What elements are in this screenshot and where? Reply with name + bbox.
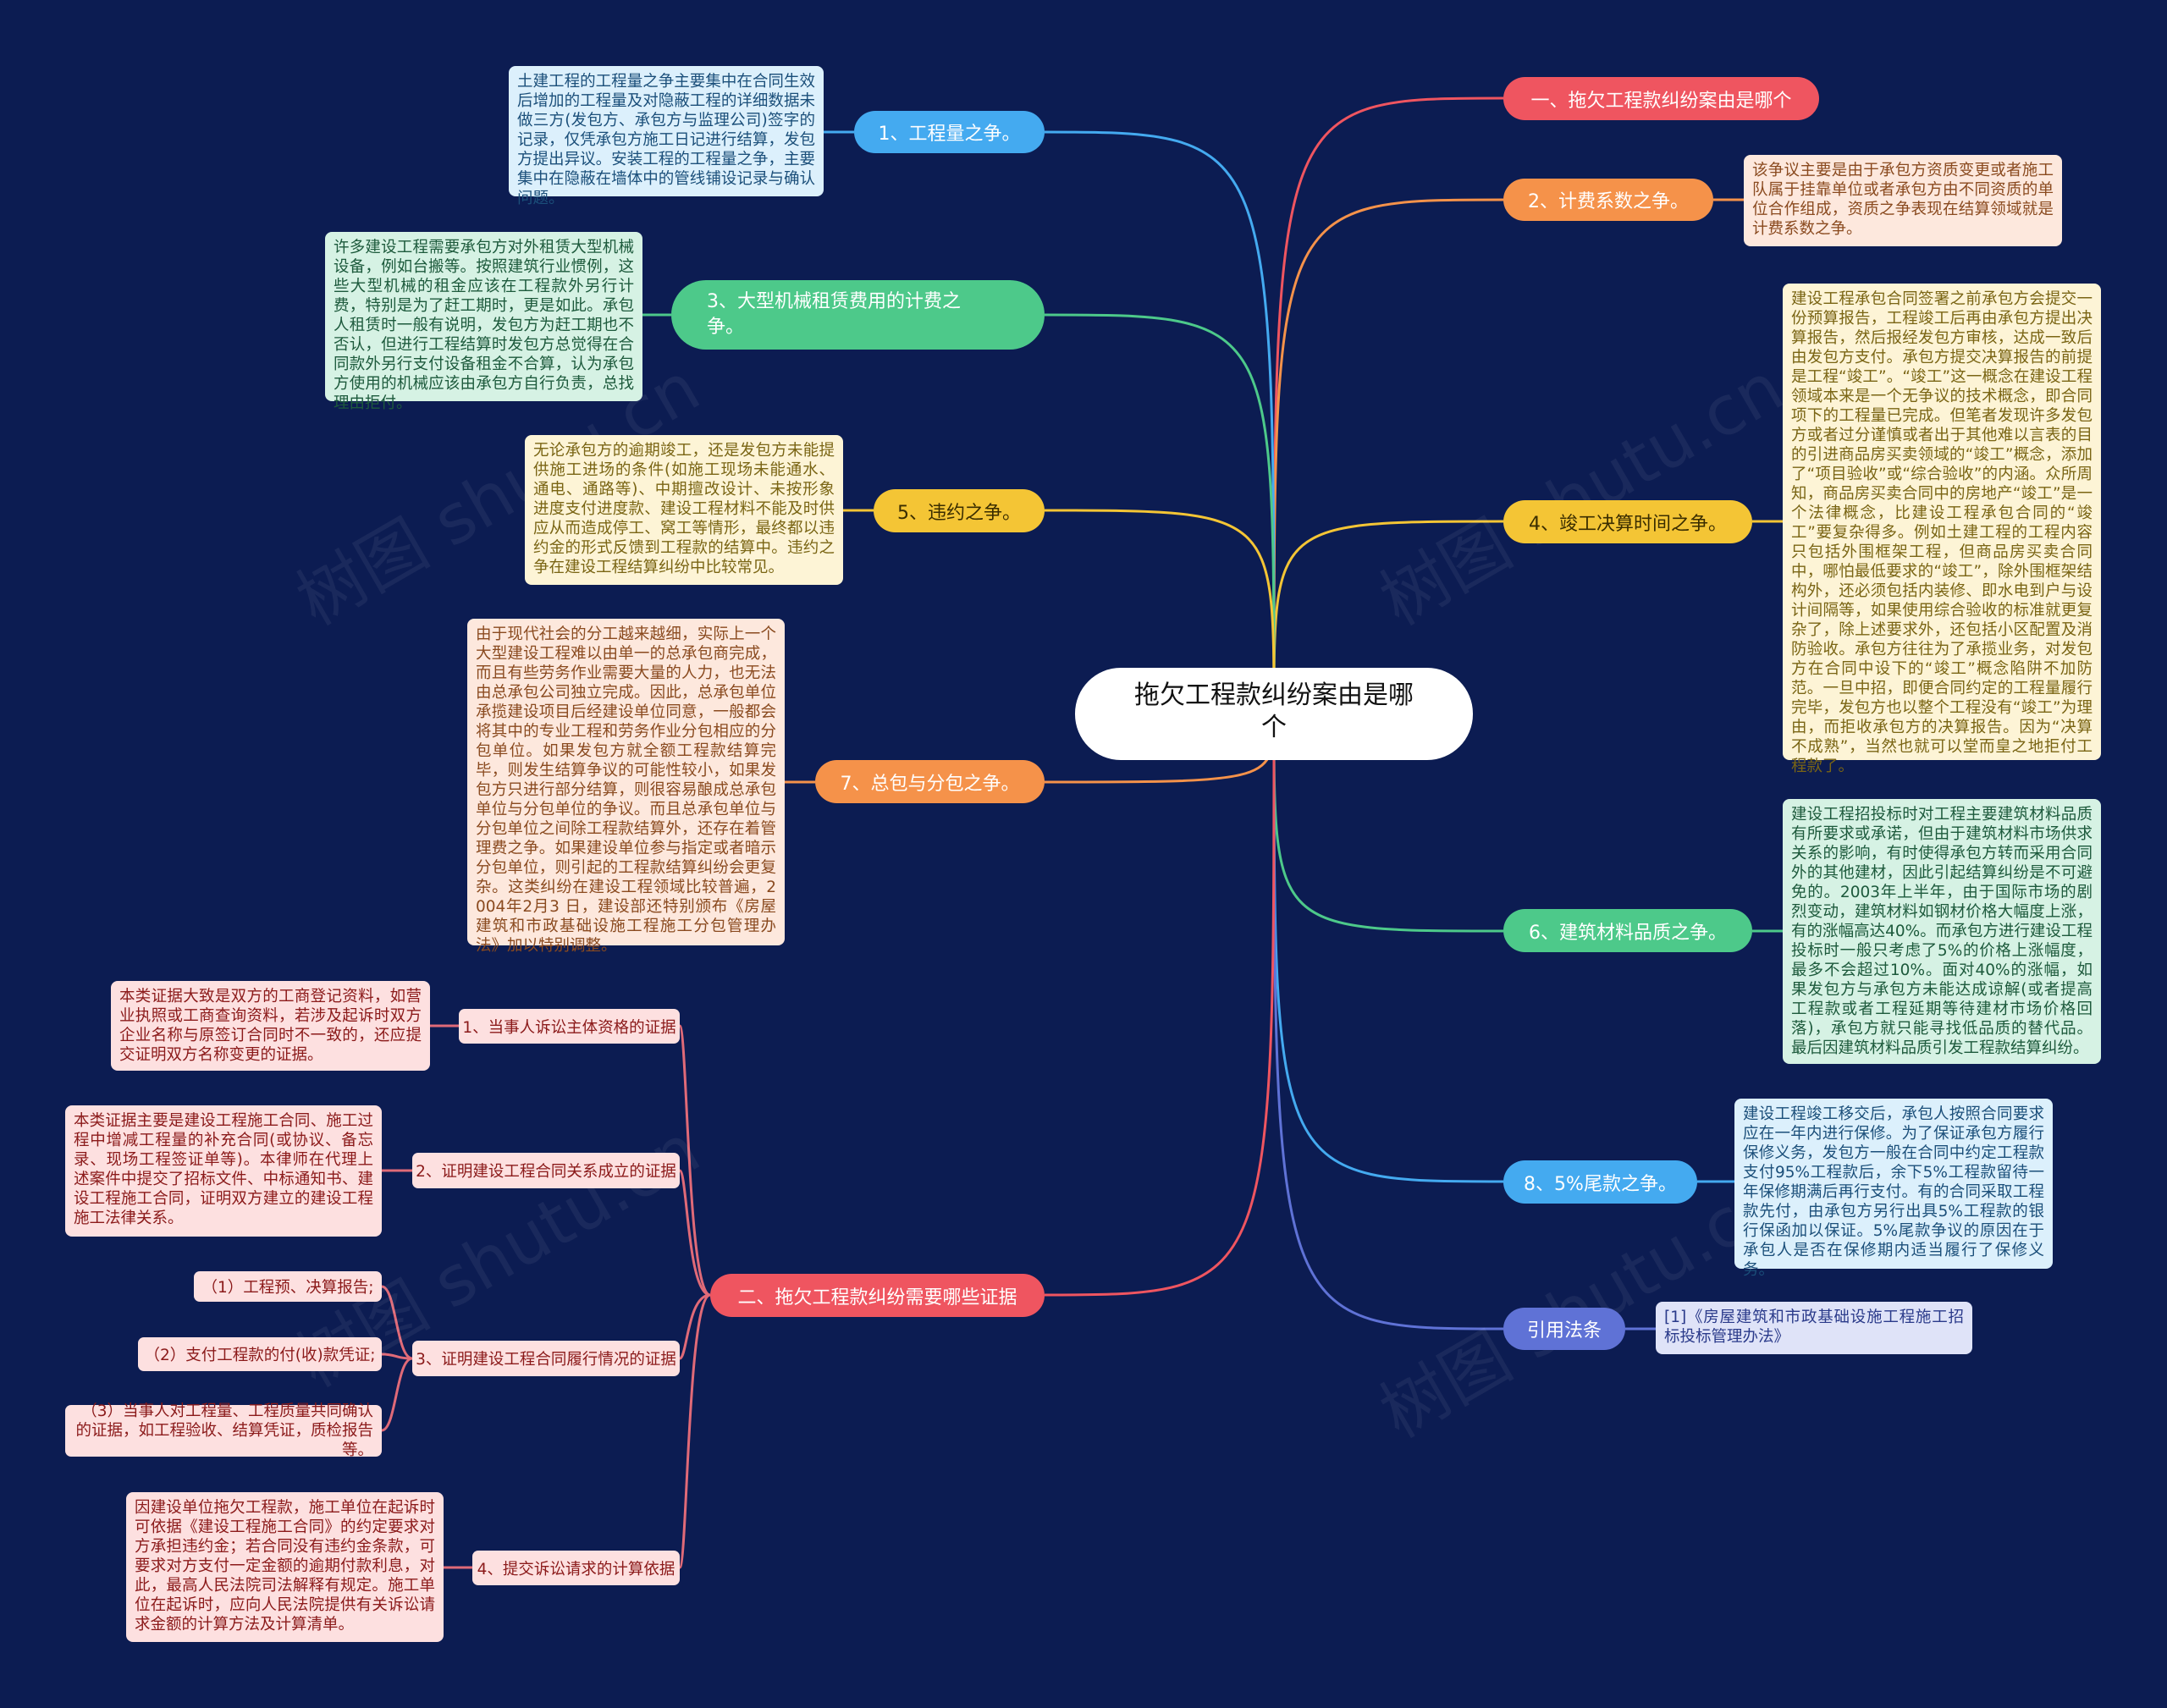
- note-quantity: 土建工程的工程量之争主要集中在合同生效后增加的工程量及对隐蔽工程的详细数据未做三…: [509, 66, 824, 207]
- branch-link: [1044, 130, 1276, 714]
- branch-link: [1272, 713, 1504, 1331]
- note-breach: 无论承包方的逾期竣工，还是发包方未能提供施工进场的条件(如施工现场未能通水、通电…: [525, 435, 843, 585]
- branch-link: [1044, 713, 1276, 1297]
- note-material-quality: 建设工程招投标时对工程主要建筑材料品质有所要求或承诺，但由于建筑材料市场供求关系…: [1783, 799, 2101, 1064]
- note-retention: 建设工程竣工移交后，承包人按照合同要求应在一年内进行保修。为了保证承包方履行保修…: [1734, 1099, 2053, 1279]
- branch-subcontract[interactable]: 7、总包与分包之争。: [815, 760, 1045, 803]
- branch-settlement-time[interactable]: 4、竣工决算时间之争。: [1503, 500, 1752, 543]
- note-subcontract: 由于现代社会的分工越来越细，实际上一个大型建设工程难以由单一的总承包商完成，而且…: [467, 619, 785, 955]
- evidence-contract-performance[interactable]: 3、证明建设工程合同履行情况的证据: [412, 1341, 680, 1376]
- note-claim-calculation: 因建设单位拖欠工程款，施工单位在起诉时可依据《建设工程施工合同》的约定要求对方承…: [126, 1492, 444, 1642]
- evidence-item-link: [381, 1357, 413, 1432]
- branch-link: [1272, 96, 1504, 714]
- evidence-item-link: [381, 1285, 413, 1360]
- evidence-link: [678, 1169, 711, 1297]
- evidence-item-budget-report[interactable]: （1）工程预、决算报告;: [194, 1271, 382, 1302]
- note-fee-coefficient: 该争议主要是由于承包方资质变更或者施工队属于挂靠单位或者承包方由不同资质的单位合…: [1744, 155, 2062, 246]
- evidence-contract-relation[interactable]: 2、证明建设工程合同关系成立的证据: [412, 1153, 680, 1188]
- branch-breach[interactable]: 5、违约之争。: [874, 489, 1045, 532]
- evidence-party-qualification[interactable]: 1、当事人诉讼主体资格的证据: [459, 1009, 680, 1044]
- note-settlement-time: 建设工程承包合同签署之前承包方会提交一份预算报告，工程竣工后再由承包方提出决算报…: [1783, 284, 2101, 775]
- branch-cited-law[interactable]: 引用法条: [1503, 1308, 1625, 1350]
- branch-link: [1272, 713, 1504, 1183]
- branch-retention[interactable]: 8、5%尾款之争。: [1503, 1160, 1697, 1204]
- note-machinery: 许多建设工程需要承包方对外租赁大型机械设备，例如台搬等。按照建筑行业惯例，这些大…: [325, 232, 642, 412]
- branch-link: [1044, 313, 1276, 714]
- note-cited-law: [1]《房屋建筑和市政基础设施工程施工招标投标管理办法》: [1656, 1302, 1972, 1354]
- branch-evidence[interactable]: 二、拖欠工程款纠纷需要哪些证据: [710, 1274, 1045, 1317]
- branch-fee-coefficient[interactable]: 2、计费系数之争。: [1503, 179, 1713, 221]
- branch-case-cause[interactable]: 一、拖欠工程款纠纷案由是哪个: [1503, 77, 1819, 120]
- evidence-link: [678, 1293, 711, 1360]
- branch-material-quality[interactable]: 6、建筑材料品质之争。: [1503, 909, 1752, 952]
- evidence-item-payment-voucher[interactable]: （2）支付工程款的付(收)款凭证;: [138, 1337, 382, 1371]
- central-topic[interactable]: 拖欠工程款纠纷案由是哪个: [1075, 668, 1473, 760]
- evidence-link: [678, 1024, 711, 1297]
- branch-link: [1044, 509, 1276, 714]
- evidence-claim-calculation[interactable]: 4、提交诉讼请求的计算依据: [472, 1551, 680, 1585]
- note-contract-relation: 本类证据主要是建设工程施工合同、施工过程中增减工程量的补充合同(或协议、备忘录、…: [65, 1105, 382, 1237]
- branch-quantity[interactable]: 1、工程量之争。: [854, 111, 1045, 153]
- evidence-item-confirmation[interactable]: （3）当事人对工程量、工程质量共同确认的证据，如工程验收、结算凭证，质检报告等。: [65, 1402, 382, 1459]
- branch-link: [1272, 198, 1504, 714]
- branch-machinery[interactable]: 3、大型机械租赁费用的计费之争。: [671, 280, 1045, 350]
- evidence-link: [678, 1293, 711, 1569]
- note-party-qualification: 本类证据大致是双方的工商登记资料，如营业执照或工商查询资料，若涉及起诉时双方企业…: [111, 981, 430, 1071]
